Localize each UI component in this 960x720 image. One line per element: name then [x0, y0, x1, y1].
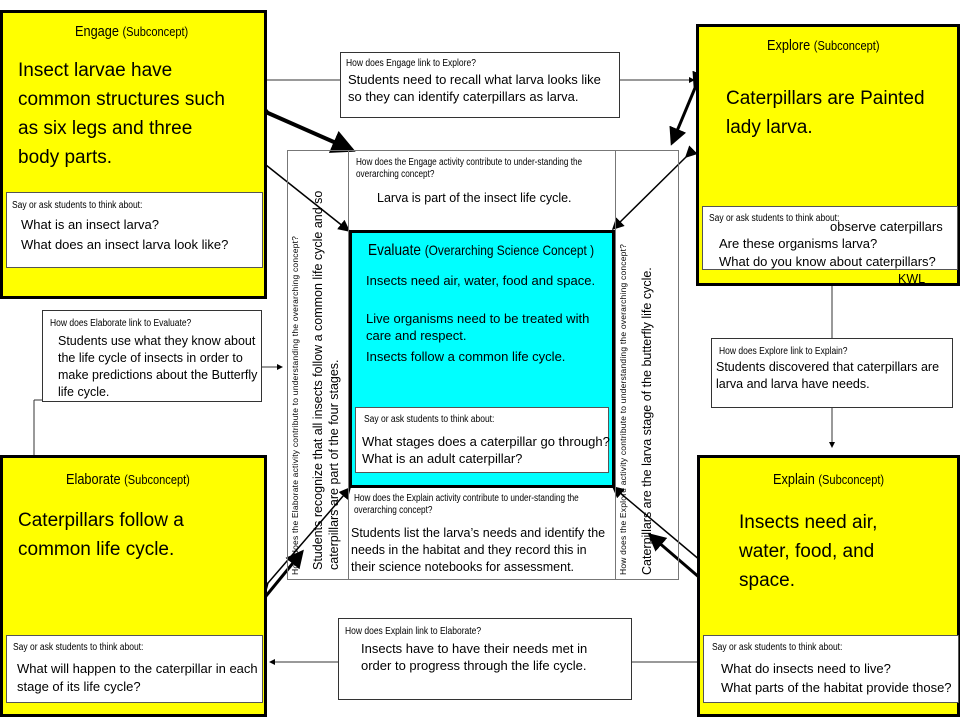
engage-question-2: What does an insect larva look like?	[21, 237, 229, 252]
explore-box: Explore (Subconcept) Caterpillars are Pa…	[696, 24, 960, 286]
explore-subtitle: (Subconcept)	[813, 38, 880, 53]
explore-title: Explore (Subconcept)	[767, 37, 880, 54]
explain-subtitle: (Subconcept)	[818, 472, 885, 487]
engage-box: Engage (Subconcept) Insect larvae have c…	[0, 10, 267, 299]
explain-contribution-text: Students list the larva’s needs and iden…	[351, 526, 606, 574]
engage-title: Engage (Subconcept)	[75, 23, 188, 40]
evaluate-question: What stages does a caterpillar go throug…	[362, 434, 610, 466]
explore-center-arrow	[611, 145, 698, 231]
evaluate-statement-3: Insects follow a common life cycle.	[366, 349, 566, 364]
engage-concept: Insect larvae have common structures suc…	[18, 60, 225, 168]
left-column-divider	[348, 150, 349, 580]
evaluate-title: Evaluate (Overarching Science Concept )	[368, 242, 594, 260]
engage-subtitle: (Subconcept)	[122, 24, 189, 39]
right-column-divider	[615, 150, 616, 580]
explain-title: Explain (Subconcept)	[773, 471, 884, 488]
explore-prompt-label: Say or ask students to think about:	[709, 213, 840, 224]
elaborate-contribution-label: How does the Elaborate activity contribu…	[290, 235, 300, 575]
explore-contribution-text: Caterpillars are the larva stage of the …	[640, 267, 654, 575]
engage-prompt-box: Say or ask students to think about: What…	[6, 192, 263, 268]
explain-title-text: Explain	[773, 471, 815, 488]
link-engage-explore-label: How does Engage link to Explore?	[346, 58, 476, 69]
elaborate-prompt-box: Say or ask students to think about: What…	[6, 635, 263, 703]
link-explore-explain-text: Students discovered that caterpillars ar…	[716, 360, 940, 391]
evaluate-title-text: Evaluate	[368, 242, 421, 259]
evaluate-prompt-box: Say or ask students to think about: What…	[355, 407, 610, 473]
link-engage-explore-box: How does Engage link to Explore? Student…	[340, 52, 620, 118]
elaborate-evaluate-arrow	[249, 549, 304, 614]
engage-question-1: What is an insect larva?	[21, 217, 160, 232]
engage-evaluate-arrow	[244, 93, 356, 153]
explain-box: Explain (Subconcept) Insects need air, w…	[697, 455, 960, 717]
link-explain-elaborate-box: How does Explain link to Elaborate? Inse…	[338, 618, 632, 700]
engage-title-text: Engage	[75, 23, 119, 40]
explore-note: observe caterpillars	[830, 219, 943, 234]
link-elaborate-evaluate-box: How does Elaborate link to Evaluate? Stu…	[42, 310, 262, 402]
engage-contribution-label: How does the Engage activity contribute …	[356, 157, 583, 180]
explain-question-2: What parts of the habitat provide those?	[721, 680, 952, 695]
explore-question-2: What do you know about caterpillars?	[719, 254, 936, 269]
link-engage-explore-text: Students need to recall what larva looks…	[348, 72, 601, 104]
explore-contribution-label: How does the Explore activity contribute…	[618, 243, 628, 575]
elaborate-box: Elaborate (Subconcept) Caterpillars foll…	[0, 455, 267, 717]
explore-question-1: Are these organisms larva?	[719, 236, 878, 251]
engage-prompt-label: Say or ask students to think about:	[12, 200, 143, 211]
explore-title-text: Explore	[767, 37, 811, 54]
engage-contribution-text: Larva is part of the insect life cycle.	[377, 191, 572, 205]
elaborate-title-text: Elaborate	[66, 471, 121, 488]
evaluate-box: Evaluate (Overarching Science Concept ) …	[349, 230, 615, 488]
link-explain-elaborate-text: Insects have to have their needs met in …	[361, 641, 588, 673]
explain-prompt-box: Say or ask students to think about: What…	[703, 635, 959, 703]
explain-question-1: What do insects need to live?	[721, 661, 891, 676]
elaborate-concept: Caterpillars follow a common life cycle.	[18, 510, 184, 560]
explain-center-arrow	[611, 486, 719, 578]
explore-concept: Caterpillars are Painted lady larva.	[726, 88, 925, 138]
evaluate-prompt-label: Say or ask students to think about:	[364, 414, 495, 425]
explore-kwl: KWL	[898, 272, 926, 286]
link-explore-explain-label: How does Explore link to Explain?	[719, 346, 848, 357]
evaluate-statement-1: Insects need air, water, food and space.	[366, 273, 596, 288]
engage-center-arrow	[254, 153, 351, 232]
elaborate-prompt-label: Say or ask students to think about:	[13, 642, 144, 653]
explain-contribution-box: How does the Explain activity contribute…	[349, 488, 615, 580]
explore-prompt-box: Say or ask students to think about: obse…	[702, 206, 958, 270]
elaborate-subtitle: (Subconcept)	[124, 472, 190, 487]
evaluate-subtitle: (Overarching Science Concept )	[424, 242, 595, 258]
engage-contribution-box: How does the Engage activity contribute …	[349, 151, 615, 230]
link-explain-elaborate-label: How does Explain link to Elaborate?	[345, 626, 482, 637]
explain-concept: Insects need air, water, food, and space…	[739, 512, 878, 591]
explain-prompt-label: Say or ask students to think about:	[712, 642, 843, 653]
elaborate-contribution-text: Students recognize that all insects foll…	[311, 190, 341, 570]
elaborate-title: Elaborate (Subconcept)	[66, 471, 190, 488]
explain-contribution-label: How does the Explain activity contribute…	[354, 493, 579, 516]
center-frame	[287, 150, 679, 580]
elaborate-question-1: What will happen to the caterpillar in e…	[17, 661, 258, 694]
link-elaborate-evaluate-label: How does Elaborate link to Evaluate?	[50, 318, 192, 329]
link-elaborate-evaluate-text: Students use what they know about the li…	[58, 334, 258, 399]
explore-evaluate-arrow	[669, 70, 710, 146]
link-explore-explain-box: How does Explore link to Explain? Studen…	[711, 338, 953, 408]
evaluate-statement-2: Live organisms need to be treated with c…	[366, 311, 590, 343]
